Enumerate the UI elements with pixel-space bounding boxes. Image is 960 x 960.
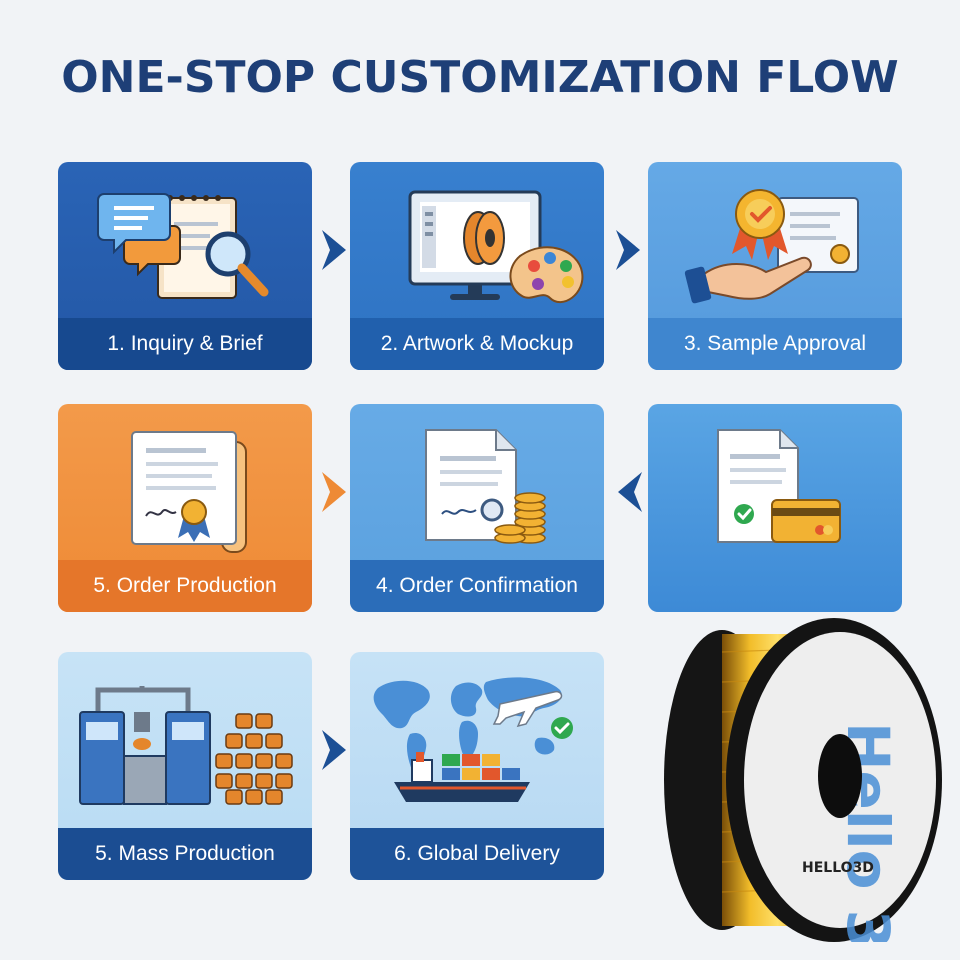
step-label: 3. Sample Approval bbox=[648, 318, 902, 370]
chevron-right-icon bbox=[322, 472, 346, 512]
step-card-payment bbox=[648, 404, 902, 612]
hand-certificate-badge-icon bbox=[684, 189, 859, 304]
signed-document-coins-icon bbox=[425, 429, 546, 544]
step-card-inquiry: 1. Inquiry & Brief bbox=[58, 162, 312, 370]
step-card-artwork: 2. Artwork & Mockup bbox=[350, 162, 604, 370]
chevron-right-icon bbox=[616, 230, 640, 270]
chat-document-magnifier-icon bbox=[97, 193, 269, 299]
step-card-mass-production: 5. Mass Production bbox=[58, 652, 312, 880]
step-label: 6. Global Delivery bbox=[350, 828, 604, 880]
step-label: 5. Mass Production bbox=[58, 828, 312, 880]
step-label: 4. Order Confirmation bbox=[350, 560, 604, 612]
factory-spools-icon bbox=[79, 686, 293, 805]
spool-logo-text: HELLO3D bbox=[802, 860, 874, 876]
chevron-right-icon bbox=[322, 730, 346, 770]
step-card-order-confirmation: 4. Order Confirmation bbox=[350, 404, 604, 612]
step-label: 5. Order Production bbox=[58, 560, 312, 612]
filament-spool-icon: Hello 3d HELLO3D bbox=[664, 618, 942, 942]
step-label: 1. Inquiry & Brief bbox=[58, 318, 312, 370]
step-card-sample-approval: 3. Sample Approval bbox=[648, 162, 902, 370]
step-card-global-delivery: 6. Global Delivery bbox=[350, 652, 604, 880]
chevron-right-icon bbox=[322, 230, 346, 270]
step-label: 2. Artwork & Mockup bbox=[350, 318, 604, 370]
chevron-left-icon bbox=[618, 472, 642, 512]
page-title: ONE-STOP CUSTOMIZATION FLOW bbox=[61, 52, 899, 103]
contract-ribbon-icon bbox=[131, 431, 247, 553]
monitor-palette-icon bbox=[408, 190, 584, 304]
step-card-order-production: 5. Order Production bbox=[58, 404, 312, 612]
invoice-credit-card-icon bbox=[717, 429, 841, 543]
world-map-ship-plane-icon bbox=[373, 677, 573, 802]
